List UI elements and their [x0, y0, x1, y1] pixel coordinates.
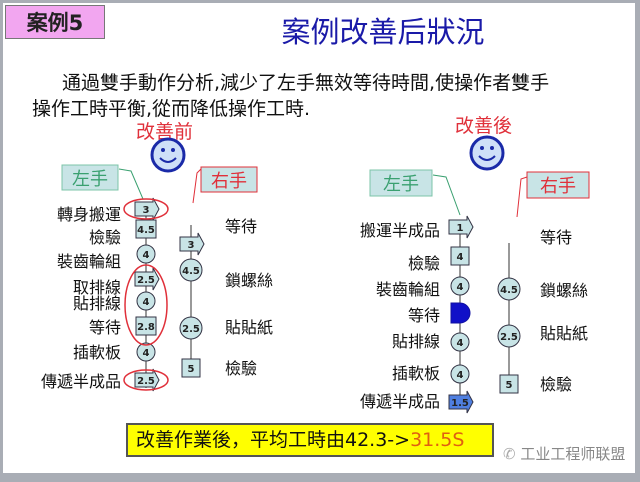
after-left-hand-box: 左手 [369, 169, 433, 197]
step-value: 2.5 [137, 376, 155, 387]
operation-circle-symbol: 4 [450, 364, 470, 384]
operation-circle-symbol: 4.5 [497, 277, 521, 301]
highlight-ellipse [124, 264, 168, 346]
before-label: 改善前 [136, 121, 194, 143]
step-value: 4.5 [137, 225, 155, 236]
step-value: 2.8 [137, 322, 155, 333]
transport-arrow-symbol: 2.5 [134, 267, 160, 291]
before-left-column: 3 轉身搬運 4.5 檢驗 4 裝齒輪組 2.5 取排線 4 貼排線 2.8 等待 4 插軟板 2.5 傳遞半… [41, 197, 160, 392]
delay-d-symbol: 1 [450, 302, 471, 324]
operation-circle-symbol: 2.5 [497, 324, 521, 348]
step-value: 1 [457, 309, 464, 320]
step-label: 鎖螺絲 [540, 281, 588, 300]
step-label: 貼貼紙 [225, 318, 273, 337]
step-label: 取排線 [73, 278, 121, 297]
step-value: 4 [457, 338, 464, 349]
step-label: 檢驗 [89, 228, 121, 247]
inspection-square-symbol: 4 [450, 246, 470, 266]
slide: 案例5 案例改善后狀況 通過雙手動作分析,減少了左手無效等待時間,使操作者雙手 … [3, 3, 635, 473]
before-right-hand-box: 右手 [200, 166, 258, 193]
description-line-2: 操作工時平衡,從而降低操作工時. [32, 98, 311, 120]
step-value: 1 [457, 223, 464, 234]
two-hand-chart: 左手 右手 3 轉身搬運 4.5 檢驗 4 裝齒輪組 2.5 取排線 4 貼排線 2.8 等待 4 插軟板… [41, 135, 590, 414]
step-label: 貼排線 [392, 332, 440, 351]
step-value: 5 [188, 364, 195, 375]
transport-arrow-symbol: 2.5 [134, 368, 160, 392]
step-label: 等待 [89, 318, 121, 337]
svg-text:左手: 左手 [383, 174, 419, 195]
operation-circle-symbol: 4 [450, 332, 470, 352]
step-value: 4 [143, 348, 150, 359]
step-label: 等待 [540, 228, 572, 247]
step-value: 4 [457, 370, 464, 381]
step-label: 插軟板 [392, 364, 440, 383]
inspection-square-symbol: 4.5 [135, 219, 157, 239]
step-label: 檢驗 [225, 359, 257, 378]
step-label: 檢驗 [540, 375, 572, 394]
step-label: 傳遞半成品 [360, 392, 440, 411]
summary-box: 改善作業後，平均工時由42.3->31.5S [126, 423, 494, 457]
svg-text:左手: 左手 [72, 169, 108, 190]
transport-arrow-symbol: 1 [448, 215, 474, 239]
smiley-icon [150, 137, 186, 173]
step-label: 鎖螺絲 [225, 271, 273, 290]
step-label: 搬運半成品 [360, 221, 440, 240]
watermark: ✆ 工业工程师联盟 [503, 443, 625, 464]
operation-circle-symbol: 4 [136, 342, 156, 362]
step-label: 裝齒輪組 [376, 280, 440, 299]
operation-circle-symbol: 4 [136, 291, 156, 311]
step-label: 檢驗 [408, 254, 440, 273]
step-value: 4 [457, 282, 464, 293]
wechat-icon: ✆ [503, 445, 521, 463]
operation-circle-symbol: 4 [450, 276, 470, 296]
after-right-column: 等待 4.5 鎖螺絲 2.5 貼貼紙 5 檢驗 [497, 228, 588, 394]
transport-arrow-symbol: 3 [134, 197, 160, 221]
step-label: 貼貼紙 [540, 324, 588, 343]
summary-highlight: 31.5S [410, 429, 465, 451]
step-label: 插軟板 [73, 343, 121, 362]
step-value: 4 [457, 252, 464, 263]
step-value: 4.5 [500, 285, 518, 296]
page-title: 案例改善后狀況 [281, 15, 485, 49]
step-label: 轉身搬運 [57, 205, 121, 224]
after-left-column: 1 搬運半成品 4 檢驗 4 裝齒輪組 1 等待 4 貼排線 4 插軟板 1.5 傳遞半成品 [360, 215, 474, 414]
description-line-1: 通過雙手動作分析,減少了左手無效等待時間,使操作者雙手 [62, 72, 550, 94]
operation-circle-symbol: 4.5 [179, 258, 203, 282]
highlight-ellipse [123, 198, 169, 220]
highlight-ellipse [123, 369, 169, 391]
svg-text:右手: 右手 [211, 171, 247, 192]
step-label: 裝齒輪組 [57, 252, 121, 271]
step-value: 2.5 [137, 275, 155, 286]
step-value: 4 [143, 297, 150, 308]
inspection-square-symbol: 5 [499, 374, 519, 394]
step-label: 貼排線 [73, 294, 121, 313]
svg-text:右手: 右手 [540, 176, 576, 197]
step-value: 2.5 [500, 332, 518, 343]
step-value: 4 [143, 250, 150, 261]
operation-circle-symbol: 4 [136, 244, 156, 264]
step-value: 5 [506, 380, 513, 391]
case-tag: 案例5 [5, 5, 105, 39]
step-label: 等待 [225, 217, 257, 236]
inspection-square-symbol: 5 [181, 358, 201, 378]
after-right-hand-box: 右手 [526, 171, 590, 199]
step-value: 3 [143, 205, 150, 216]
step-label: 傳遞半成品 [41, 372, 121, 391]
operation-circle-symbol: 2.5 [179, 316, 203, 340]
transport-arrow-symbol: 1.5 [448, 390, 474, 414]
after-label: 改善後 [455, 115, 513, 137]
before-right-column: 3 等待 4.5 鎖螺絲 2.5 貼貼紙 5 檢驗 [179, 217, 273, 378]
step-label: 等待 [408, 306, 440, 325]
before-left-hand-box: 左手 [61, 164, 119, 191]
summary-text: 改善作業後，平均工時由42.3-> [136, 429, 411, 451]
inspection-square-symbol: 2.8 [135, 316, 157, 336]
step-value: 2.5 [182, 324, 200, 335]
step-value: 1.5 [451, 398, 469, 409]
step-value: 4.5 [182, 266, 200, 277]
transport-arrow-symbol: 3 [179, 232, 205, 256]
watermark-text: 工业工程师联盟 [520, 445, 626, 463]
smiley-icon [469, 135, 505, 171]
step-value: 3 [188, 240, 195, 251]
